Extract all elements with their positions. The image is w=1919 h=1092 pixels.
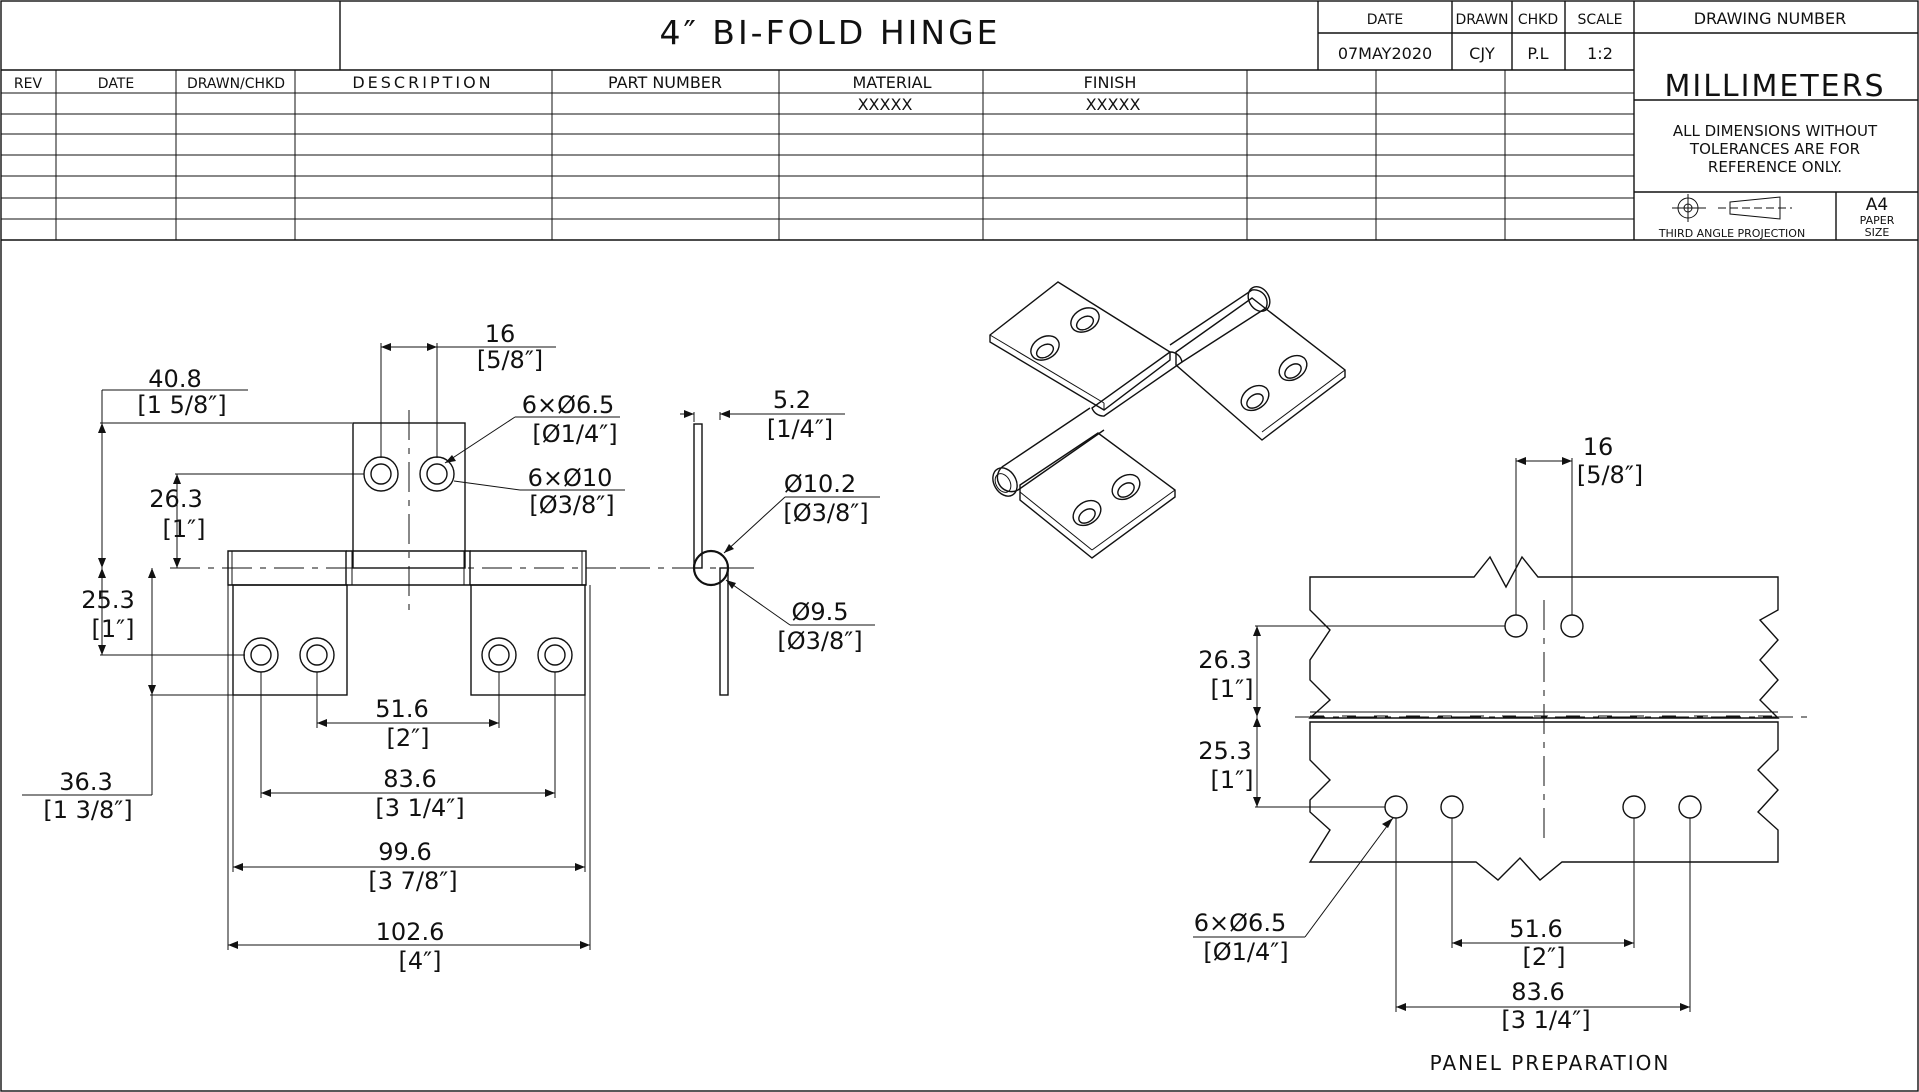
front-view: 40.8 [1 5/8″] 16 [5/8″] 6×Ø6.5 [Ø1/4″] 6…	[22, 320, 630, 975]
paper-label: PAPER	[1860, 214, 1895, 227]
description-header: DESCRIPTION	[352, 73, 493, 92]
size-label: SIZE	[1865, 226, 1890, 239]
side-dia-9-5: Ø9.5	[791, 598, 848, 626]
front-dim-36-3-in: [1 3/8″]	[43, 796, 132, 824]
revision-table: REV DATE DRAWN/CHKD DESCRIPTION PART NUM…	[1, 70, 1918, 241]
panel-dim-16-in: [5/8″]	[1577, 461, 1643, 489]
drawn-chkd-header: DRAWN/CHKD	[187, 76, 285, 92]
front-dim-16: 16	[485, 320, 516, 348]
front-dim-16-in: [5/8″]	[477, 346, 543, 374]
date-value: 07MAY2020	[1338, 44, 1432, 63]
panel-dim-26-3: 26.3	[1198, 646, 1251, 674]
front-dim-26-3-in: [1″]	[163, 515, 206, 543]
drawn-value: CJY	[1469, 44, 1495, 63]
note-line-3: REFERENCE ONLY.	[1708, 158, 1842, 176]
projection-label: THIRD ANGLE PROJECTION	[1658, 227, 1805, 240]
panel-dim-26-3-in: [1″]	[1211, 675, 1254, 703]
panel-dim-25-3-in: [1″]	[1211, 766, 1254, 794]
front-dim-25-3: 25.3	[81, 586, 134, 614]
front-dim-102-6-in: [4″]	[399, 947, 442, 975]
front-dim-51-6: 51.6	[375, 695, 428, 723]
material-header: MATERIAL	[852, 73, 931, 92]
front-hole-large-in: [Ø3/8″]	[529, 491, 614, 519]
front-dim-83-6: 83.6	[383, 765, 436, 793]
drawing-title: 4″ BI-FOLD HINGE	[660, 13, 1001, 52]
scale-label: SCALE	[1578, 12, 1623, 28]
finish-header: FINISH	[1084, 73, 1137, 92]
rev-header: REV	[14, 76, 43, 92]
front-dim-83-6-in: [3 1/4″]	[375, 794, 464, 822]
front-dim-40-8-in: [1 5/8″]	[137, 391, 226, 419]
part-number-header: PART NUMBER	[608, 73, 722, 92]
panel-dim-51-6: 51.6	[1509, 915, 1562, 943]
drawing-number-label: DRAWING NUMBER	[1694, 9, 1847, 28]
front-dim-99-6-in: [3 7/8″]	[368, 867, 457, 895]
side-dim-5-2: 5.2	[773, 386, 811, 414]
front-dim-25-3-in: [1″]	[92, 615, 135, 643]
material-value: XXXXX	[858, 95, 913, 114]
chkd-label: CHKD	[1518, 12, 1558, 28]
front-hole-large-label: 6×Ø10	[528, 464, 613, 492]
units-label: MILLIMETERS	[1664, 69, 1885, 104]
note-line-1: ALL DIMENSIONS WITHOUT	[1673, 122, 1878, 140]
side-dim-5-2-in: [1/4″]	[767, 415, 833, 443]
panel-hole-label: 6×Ø6.5	[1194, 909, 1286, 937]
drawn-label: DRAWN	[1455, 12, 1508, 28]
side-dia-10-2-in: [Ø3/8″]	[783, 499, 868, 527]
panel-dim-83-6: 83.6	[1511, 978, 1564, 1006]
isometric-hinge-view	[989, 281, 1346, 559]
panel-dim-83-6-in: [3 1/4″]	[1501, 1006, 1590, 1034]
date-label: DATE	[1367, 12, 1403, 28]
front-dim-26-3: 26.3	[149, 485, 202, 513]
front-dim-36-3: 36.3	[59, 768, 112, 796]
front-hole-small-in: [Ø1/4″]	[532, 420, 617, 448]
paper-size: A4	[1866, 195, 1888, 215]
finish-value: XXXXX	[1086, 95, 1141, 114]
side-dia-9-5-in: [Ø3/8″]	[777, 627, 862, 655]
front-dim-51-6-in: [2″]	[387, 724, 430, 752]
note-line-2: TOLERANCES ARE FOR	[1689, 140, 1860, 158]
front-hole-small-label: 6×Ø6.5	[522, 391, 614, 419]
front-dim-99-6: 99.6	[378, 838, 431, 866]
scale-value: 1:2	[1587, 44, 1613, 63]
front-dim-102-6: 102.6	[376, 918, 445, 946]
third-angle-projection-icon	[1672, 194, 1792, 222]
chkd-value: P.L	[1527, 44, 1548, 63]
side-dia-10-2: Ø10.2	[784, 470, 856, 498]
panel-dim-25-3: 25.3	[1198, 737, 1251, 765]
panel-hole-label-in: [Ø1/4″]	[1203, 938, 1288, 966]
date-header: DATE	[98, 76, 134, 92]
panel-dim-16: 16	[1583, 433, 1614, 461]
front-holes	[243, 456, 573, 673]
panel-preparation-view: 16 [5/8″] 26.3 [1″] 25.3 [1″] 6×Ø6.5 [Ø1…	[1193, 433, 1810, 1075]
panel-dim-51-6-in: [2″]	[1523, 943, 1566, 971]
panel-preparation-caption: PANEL PREPARATION	[1430, 1051, 1671, 1075]
side-view: 5.2 [1/4″] Ø10.2 [Ø3/8″] Ø9.5 [Ø3/8″]	[620, 386, 880, 696]
front-dim-40-8: 40.8	[148, 365, 201, 393]
